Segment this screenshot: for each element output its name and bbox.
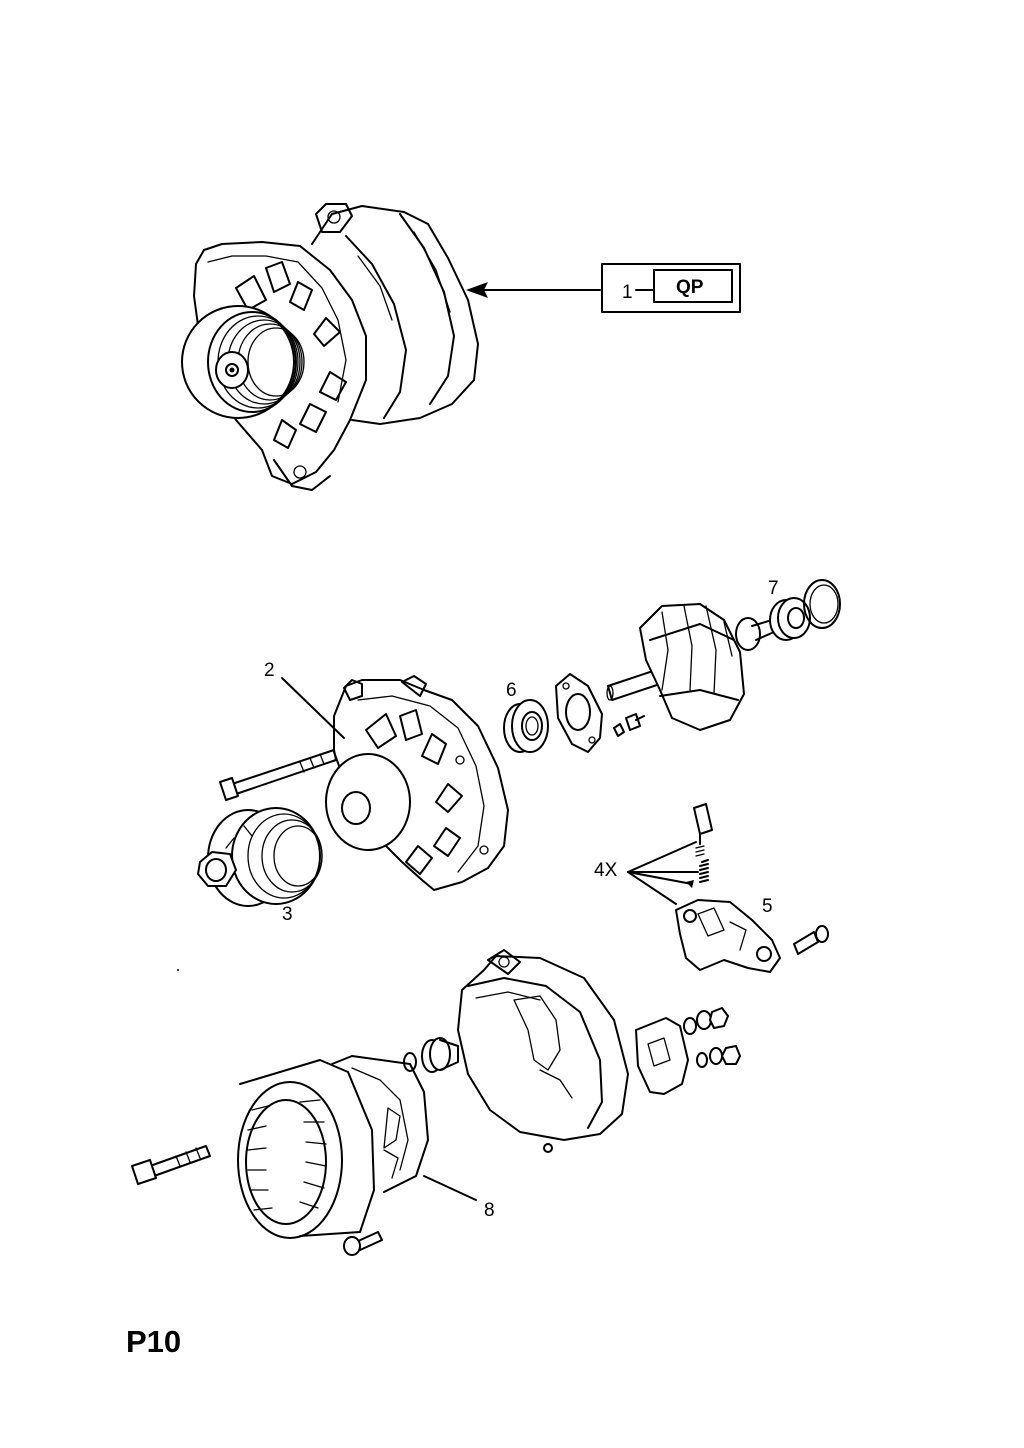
terminal-cover	[635, 1017, 689, 1095]
callout-8: 8	[484, 1200, 495, 1221]
qp-reference-box: 1 QP	[601, 263, 741, 313]
stray-mark	[177, 969, 179, 971]
qp-label: QP	[676, 277, 704, 298]
small-screw	[343, 1231, 383, 1256]
drive-end-housing	[325, 675, 509, 891]
callout-4x: 4X	[594, 860, 618, 881]
bearing-retainer-plate	[555, 673, 603, 753]
callout-7: 7	[768, 578, 779, 599]
callout-5: 5	[762, 896, 773, 917]
callout-1: 1	[622, 282, 633, 303]
spacer-collar	[403, 1037, 459, 1073]
slip-ring-end-housing	[457, 949, 629, 1153]
front-bearing	[503, 699, 549, 753]
retainer-screws	[613, 713, 645, 737]
callout-2: 2	[264, 660, 275, 681]
brush-holder	[675, 899, 829, 973]
callout-3: 3	[282, 904, 293, 925]
nuts-and-washers	[683, 1007, 741, 1068]
pulley	[197, 807, 323, 907]
callout-6: 6	[506, 680, 517, 701]
brushes-and-springs	[627, 803, 713, 905]
alternator-assembly	[181, 203, 479, 491]
stator-bolt	[131, 1145, 211, 1185]
through-bolt	[219, 749, 337, 801]
rotor	[606, 603, 775, 731]
rear-bearing	[769, 579, 841, 641]
page-label: P10	[126, 1324, 181, 1359]
stator	[237, 1055, 429, 1239]
qp-arrow	[466, 282, 601, 298]
